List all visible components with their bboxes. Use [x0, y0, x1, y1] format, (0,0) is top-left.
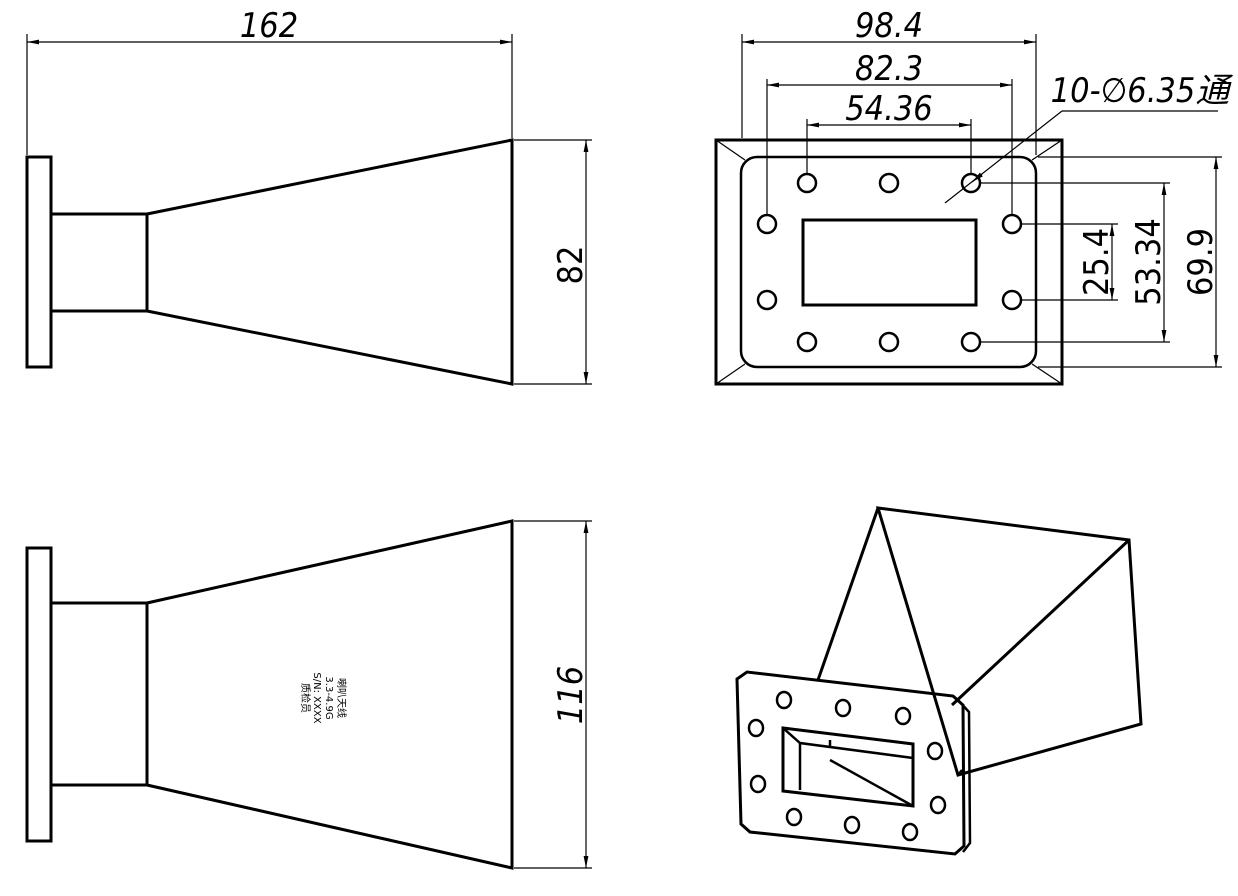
top-view: 喇叭天线 3.3-4.9G S/N: XXXX 质检员 116 [25, 519, 592, 870]
top-flange [25, 546, 53, 843]
front-corner-tr [1031, 139, 1063, 161]
bolt-hole [796, 331, 818, 353]
front-corner-tl [715, 139, 746, 161]
bolt-hole [756, 213, 778, 235]
iso-bolt-hole [929, 795, 947, 815]
hole-leader-arrow [971, 172, 983, 183]
front-corner-bl [715, 363, 746, 385]
iso-bolt-hole [843, 815, 861, 835]
hole-leader-line [944, 110, 1063, 204]
side-flange [25, 155, 53, 369]
iso-aperture-inner-diagonal [829, 758, 914, 808]
dim-254-label: 25.4 [1077, 228, 1117, 296]
top-height-label: 116 [551, 666, 591, 724]
bolt-hole [756, 289, 778, 311]
top-horn-body [145, 519, 514, 870]
front-aperture [801, 218, 978, 307]
iso-bolt-hole [901, 822, 919, 842]
side-horn-body [145, 138, 514, 386]
marking-line-2: 3.3-4.9G [323, 676, 334, 719]
marking-line-1: 喇叭天线 [335, 678, 348, 718]
iso-bolt-hole [749, 774, 767, 794]
front-corner-br [1031, 363, 1063, 385]
front-view: 98.4 82.3 54.36 10-∅6.35通 25.4 53.34 69.… [714, 6, 1234, 386]
hole-callout-label: 10-∅6.35通 [1051, 71, 1234, 111]
iso-horn-side-edge [950, 538, 1131, 707]
iso-bolt-hole [894, 706, 912, 726]
side-waveguide-section [49, 212, 149, 313]
iso-bolt-hole [926, 741, 944, 761]
iso-horn-bottom-edge [957, 769, 963, 776]
side-length-label: 162 [240, 6, 298, 46]
isometric-view [735, 506, 1143, 856]
marking-line-4: 质检员 [299, 683, 312, 713]
bolt-hole [960, 331, 982, 353]
width-inner-label: 54.36 [845, 89, 933, 129]
iso-horn-back-face [875, 506, 1143, 777]
dim-699-label: 69.9 [1181, 228, 1221, 296]
iso-flange-outer [735, 670, 966, 856]
iso-bolt-hole [834, 698, 852, 718]
bolt-hole [960, 172, 982, 194]
bolt-hole [1001, 213, 1023, 235]
top-waveguide-section [49, 601, 149, 787]
side-height-label: 82 [551, 246, 591, 285]
iso-bolt-hole [785, 807, 803, 827]
bolt-hole [878, 172, 900, 194]
front-flange-rect [739, 155, 1038, 369]
bolt-hole [878, 331, 900, 353]
iso-bolt-hole [747, 718, 765, 738]
iso-horn-top-edge [816, 507, 880, 681]
front-outer-rect [714, 138, 1064, 386]
side-view: 162 82 [25, 6, 592, 386]
iso-bolt-hole [775, 690, 793, 710]
product-marking: 喇叭天线 3.3-4.9G S/N: XXXX 质检员 [299, 672, 348, 723]
width-mid-label: 82.3 [855, 49, 923, 89]
bolt-hole [1001, 289, 1023, 311]
dim-5334-label: 53.34 [1129, 218, 1169, 306]
bolt-hole [796, 172, 818, 194]
width-outer-label: 98.4 [855, 6, 923, 46]
iso-flange-thickness [952, 695, 972, 853]
marking-line-3: S/N: XXXX [311, 672, 322, 723]
